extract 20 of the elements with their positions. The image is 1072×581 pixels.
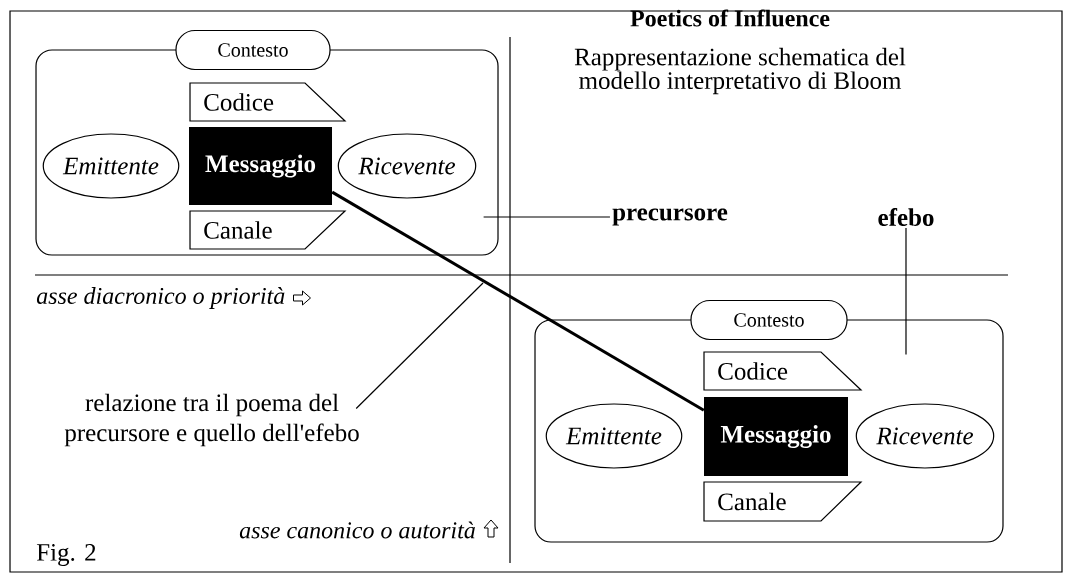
leader-line xyxy=(905,227,907,355)
leader-line xyxy=(483,216,611,218)
code-tag: Codice xyxy=(703,351,863,391)
bold-label: efebo xyxy=(878,208,934,226)
code-tag: Codice xyxy=(189,82,347,122)
channel-tag: Canale xyxy=(703,481,863,522)
caption: Fig. 2 xyxy=(36,544,96,566)
context-pill: Contesto xyxy=(175,29,331,71)
channel-tag: Canale xyxy=(189,210,347,250)
title: Poetics of Influence xyxy=(630,9,830,27)
context-pill: Contesto xyxy=(690,299,848,341)
bold-label: precursore xyxy=(612,208,728,226)
subtitle: Rappresentazione schematica del modello interpretativo di Bloom xyxy=(574,47,906,95)
axis-label: asse diacronico o priorità xyxy=(36,287,285,309)
annotation-text: relazione tra il poema del precursore e quello dell'efebo xyxy=(64,393,359,447)
thick-line xyxy=(331,190,705,412)
leader-line xyxy=(355,282,484,410)
axis-label: asse canonico o autorità xyxy=(239,521,475,539)
message-box: Messaggio xyxy=(189,127,332,205)
message-box: Messaggio xyxy=(704,397,848,476)
